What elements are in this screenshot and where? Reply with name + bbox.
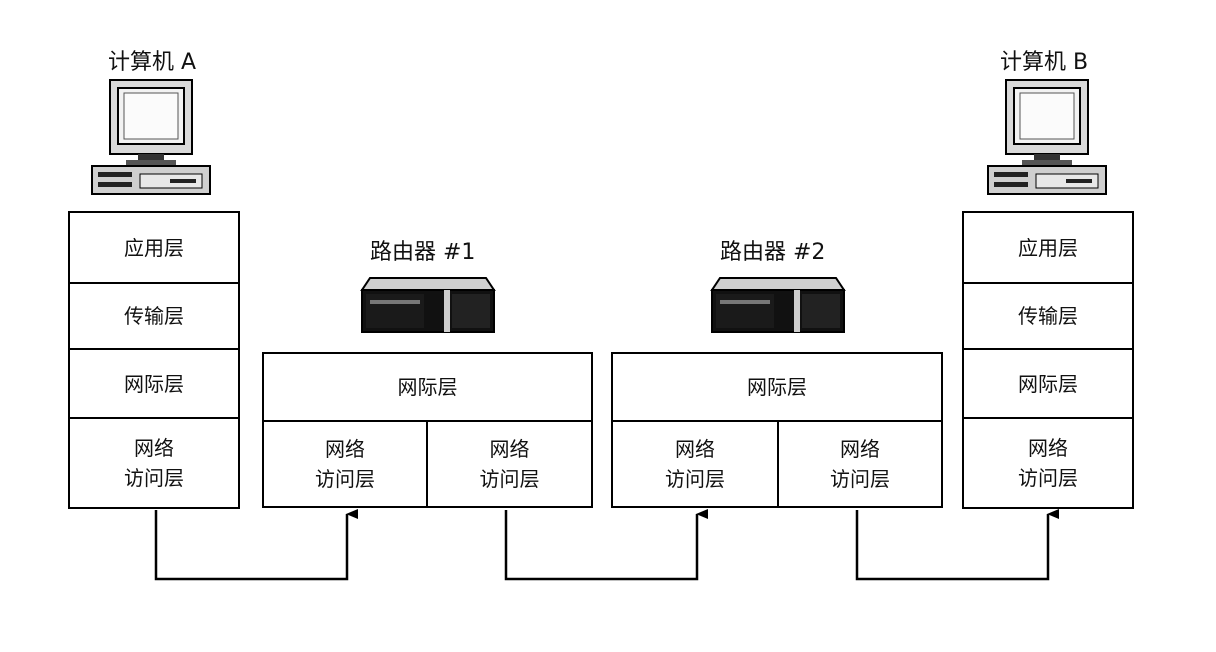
router-2-left-network-access-layer: 网络 访问层 — [665, 437, 725, 491]
computer-a-network-access-layer: 网络 访问层 — [70, 417, 238, 507]
router-2-stack: 网际层 网络 访问层 网络 访问层 — [611, 352, 943, 508]
computer-a-internet-layer: 网际层 — [70, 348, 238, 417]
router-device-icon — [360, 277, 496, 333]
router-1-internet-layer: 网际层 — [397, 375, 458, 399]
computer-a-transport-layer: 传输层 — [70, 282, 238, 348]
link-router-2-to-computer-b — [855, 509, 1059, 581]
router-1-stack: 网际层 网络 访问层 网络 访问层 — [262, 352, 593, 508]
computer-b-internet-layer: 网际层 — [964, 348, 1132, 417]
router-1-right-network-access-layer: 网络 访问层 — [426, 422, 591, 506]
link-computer-a-to-router-1 — [154, 509, 358, 581]
router-device-icon — [710, 277, 846, 333]
computer-b-application-layer: 应用层 — [1018, 235, 1078, 260]
router-2-internet-layer: 网际层 — [747, 375, 807, 399]
router-1-left-network-access-layer: 网络 访问层 — [315, 437, 375, 491]
router-1-title: 路由器 #1 — [370, 240, 476, 265]
computer-b-title: 计算机 B — [1000, 50, 1089, 75]
computer-b-network-access-layer: 网络 访问层 — [964, 417, 1132, 507]
computer-b-transport-layer: 传输层 — [964, 282, 1132, 348]
link-router-1-to-router-2 — [504, 509, 708, 581]
computer-b-stack: 应用层 传输层 网际层 网络 访问层 — [962, 211, 1134, 509]
computer-a-application-layer: 应用层 — [124, 235, 184, 260]
router-1-access-row: 网络 访问层 网络 访问层 — [264, 420, 591, 506]
router-2-right-network-access-layer: 网络 访问层 — [777, 422, 941, 506]
desktop-computer-icon — [91, 79, 211, 195]
router-2-title: 路由器 #2 — [720, 240, 826, 265]
computer-a-stack: 应用层 传输层 网际层 网络 访问层 — [68, 211, 240, 509]
desktop-computer-icon — [987, 79, 1107, 195]
computer-a-title: 计算机 A — [108, 50, 197, 75]
router-2-access-row: 网络 访问层 网络 访问层 — [613, 420, 941, 506]
